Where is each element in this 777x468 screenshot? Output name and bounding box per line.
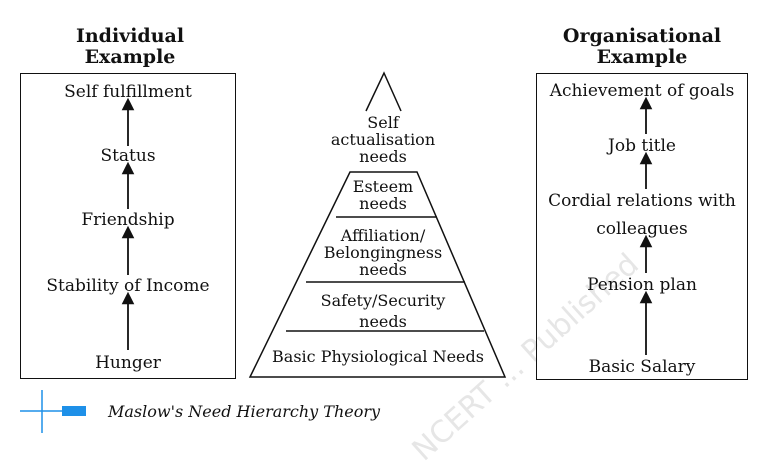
organisational-level-achievement-of-goals: Achievement of goals: [549, 81, 735, 101]
pyramid-esteem-line1: Esteem: [352, 177, 414, 196]
organisational-heading: Organisational Example: [552, 26, 732, 68]
pyramid-self-actualisation: Self actualisation needs: [310, 114, 456, 165]
individual-level-status: Status: [100, 146, 156, 166]
organisational-heading-line1: Organisational: [562, 25, 722, 47]
organisational-level-colleagues: colleagues: [596, 219, 688, 239]
pyramid-safety: Safety/Security needs: [300, 290, 466, 332]
individual-heading-line2: Example: [84, 46, 176, 68]
organisational-level-basic-salary: Basic Salary: [588, 357, 696, 377]
pyramid-esteem-line2: needs: [359, 194, 407, 213]
individual-box: [20, 73, 236, 379]
pyramid-apex: [365, 71, 402, 112]
individual-level-hunger: Hunger: [95, 353, 161, 373]
organisational-box: [536, 73, 748, 380]
pyramid-affiliation: Affiliation/ Belongingness needs: [300, 227, 466, 278]
figure-caption: Maslow's Need Hierarchy Theory: [108, 402, 381, 421]
pyramid-esteem: Esteem needs: [310, 178, 456, 212]
individual-level-stability-of-income: Stability of Income: [46, 276, 210, 296]
pyramid-self-actualisation-line3: needs: [359, 147, 407, 166]
legend-marker-block: [62, 406, 86, 416]
individual-heading-line1: Individual: [75, 25, 185, 47]
individual-level-self-fulfillment: Self fulfillment: [64, 82, 192, 102]
pyramid-safety-line1: Safety/Security: [320, 291, 446, 310]
individual-heading: Individual Example: [50, 26, 210, 68]
diagram-lines: [20, 71, 653, 433]
individual-level-friendship: Friendship: [81, 210, 175, 230]
organisational-level-cordial-relations: Cordial relations with: [548, 191, 736, 211]
pyramid-outline: [248, 171, 507, 378]
organisational-level-job-title: Job title: [608, 136, 676, 156]
pyramid-affiliation-line1: Affiliation/: [340, 226, 426, 245]
pyramid-self-actualisation-line1: Self: [367, 113, 399, 132]
pyramid-safety-line2: needs: [359, 312, 407, 331]
pyramid-affiliation-line2: Belongingness: [323, 243, 443, 262]
organisational-level-pension-plan: Pension plan: [587, 275, 697, 295]
organisational-heading-line2: Example: [596, 46, 688, 68]
pyramid-affiliation-line3: needs: [359, 260, 407, 279]
pyramid-self-actualisation-line2: actualisation: [330, 130, 436, 149]
pyramid-basic-physiological: Basic Physiological Needs: [272, 347, 484, 366]
